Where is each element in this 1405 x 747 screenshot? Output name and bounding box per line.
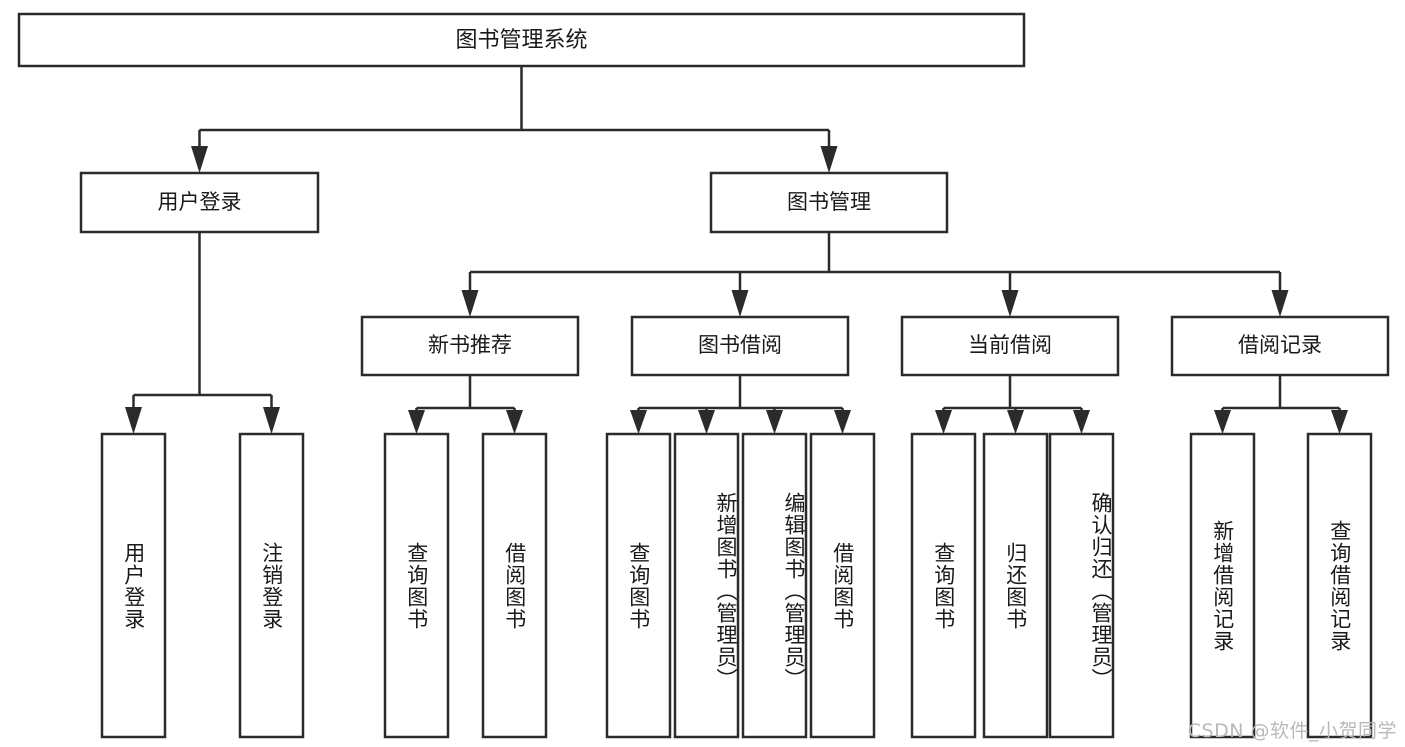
node-leaf-logout[interactable] [238,432,305,739]
node-book-management[interactable] [709,171,949,234]
watermark-text: CSDN @软件_小贺同学 [1187,720,1397,742]
node-current-borrow[interactable] [900,315,1120,377]
arrow-head-borrow-records [1271,290,1289,317]
arrow-head-leaf-query-book-borrow [630,410,647,434]
node-leaf-borrow-book-rec[interactable] [481,432,548,739]
node-leaf-query-book-borrow[interactable] [605,432,672,739]
node-book-management-label: 图书管理 [787,190,871,214]
node-leaf-user-login[interactable] [100,432,167,739]
node-new-book-recommend-label: 新书推荐 [428,333,512,357]
arrow-head-leaf-return-book [1007,410,1024,434]
node-borrow-records[interactable] [1170,315,1390,377]
arrow-head-current-borrow [1001,290,1019,317]
arrow-head-leaf-borrow-book [834,410,851,434]
arrow-head-leaf-logout [263,407,280,434]
node-root[interactable] [17,12,1026,68]
arrow-head-book-borrow [731,290,749,317]
node-leaf-query-record[interactable] [1306,432,1373,739]
arrow-head-user-login [191,146,208,173]
node-new-book-recommend[interactable] [360,315,580,377]
arrow-head-leaf-user-login [125,407,142,434]
arrow-head-leaf-query-book-rec [408,410,425,434]
arrow-head-leaf-add-book [698,410,715,434]
node-layer: 图书管理系统 用户登录 图书管理 新书推荐 图书借阅 当前借阅 借阅记录 [17,12,1390,739]
node-user-login[interactable] [79,171,320,234]
node-leaf-add-book[interactable] [673,432,740,739]
node-borrow-records-label: 借阅记录 [1238,333,1322,357]
arrow-head-leaf-query-record [1331,410,1348,434]
arrow-head-leaf-confirm-return [1073,410,1090,434]
arrow-head-leaf-edit-book [766,410,783,434]
arrow-head-leaf-query-book-current [935,410,952,434]
arrow-head-leaf-add-record [1214,410,1231,434]
arrow-head-book-management [820,146,838,173]
node-leaf-edit-book[interactable] [741,432,808,739]
connector-layer [125,66,1348,434]
node-leaf-query-book-current[interactable] [910,432,977,739]
node-book-borrow[interactable] [630,315,850,377]
node-leaf-borrow-book[interactable] [809,432,876,739]
arrow-head-new-book-recommend [461,290,479,317]
node-leaf-add-record[interactable] [1189,432,1256,739]
node-leaf-confirm-return[interactable] [1048,432,1115,739]
node-current-borrow-label: 当前借阅 [968,333,1052,357]
arrow-head-leaf-borrow-book-rec [506,410,523,434]
node-leaf-return-book[interactable] [982,432,1049,739]
node-leaf-query-book-rec[interactable] [383,432,450,739]
node-book-borrow-label: 图书借阅 [698,333,782,357]
node-user-login-label: 用户登录 [158,190,242,214]
node-root-label: 图书管理系统 [455,28,587,53]
